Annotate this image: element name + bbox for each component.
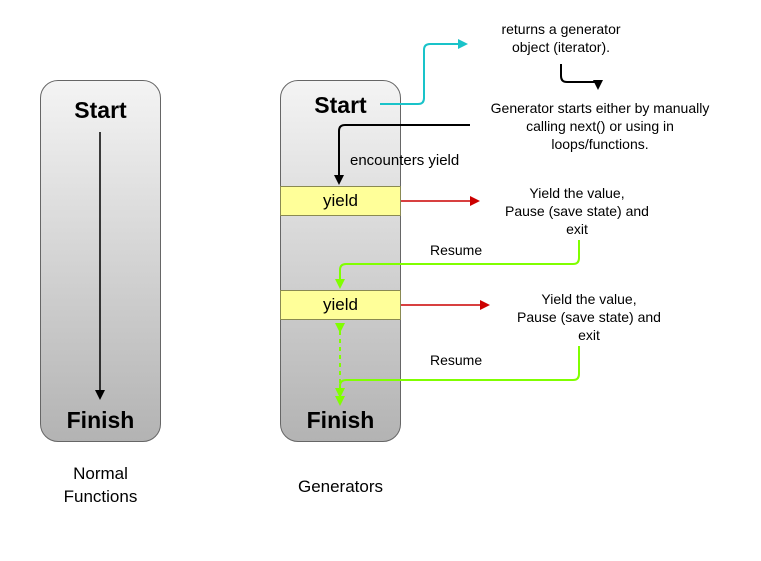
normal-caption-line-2: Functions [63,487,138,506]
returns-to-starts-arrow [560,64,603,90]
normal-caption-line-1: Normal [73,464,128,483]
yield-value-2-line-2: Pause (save state) and [517,309,661,325]
yield-value-note-1: Yield the value, Pause (save state) and … [481,184,673,238]
yield-box-2: yield [280,290,401,320]
returns-note-line-1: returns a generator [501,21,621,37]
normal-finish-label: Finish [66,407,135,433]
normal-functions-caption: Normal Functions [40,462,161,508]
yield-value-1-line-3: exit [566,221,588,237]
resume-label-1: Resume [430,242,483,258]
generator-start-label: Start [314,92,367,118]
generator-finish-label: Finish [306,407,375,433]
starts-note: Generator starts either by manually call… [462,99,738,153]
resume-2-arrow [335,346,580,406]
returns-arrow [380,39,468,105]
yield-value-2-line-1: Yield the value, [541,291,637,307]
returns-note-line-2: object (iterator). [511,39,611,55]
yield-value-1-line-2: Pause (save state) and [505,203,649,219]
yield-box-1: yield [280,186,401,216]
starts-note-line-3: loops/functions. [551,136,649,152]
starts-to-yield-arrow [334,124,470,185]
resume-label-2: Resume [430,352,483,368]
yield-value-1-line-1: Yield the value, [529,185,625,201]
encounters-yield-label: encounters yield [350,152,460,169]
resume-1-arrow [335,240,580,289]
normal-start-label: Start [74,97,127,123]
generators-caption: Generators [297,477,384,496]
starts-note-line-1: Generator starts either by manually [490,100,710,116]
yield-value-note-2: Yield the value, Pause (save state) and … [493,290,685,344]
returns-note: returns a generator object (iterator). [466,20,656,56]
starts-note-line-2: calling next() or using in [526,118,674,134]
yield-value-2-line-3: exit [578,327,600,343]
